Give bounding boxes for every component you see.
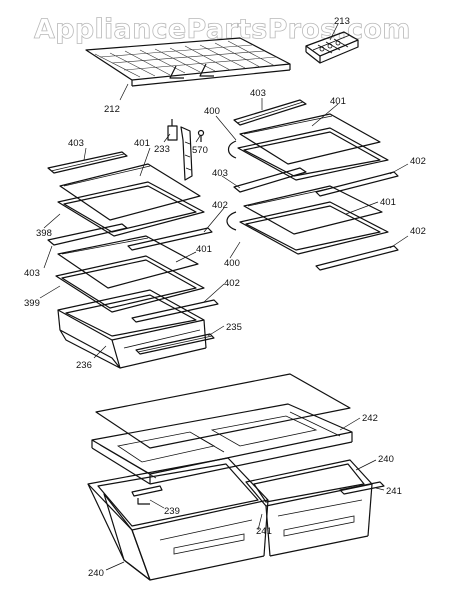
callout-labels: 212 213 233 570 400 403 401 403 401 403 …	[24, 16, 426, 579]
callout-570: 570	[192, 145, 208, 156]
part-241-crisper-rail	[339, 481, 385, 495]
part-403-rail-left-top	[47, 151, 128, 174]
part-403-rail-left-mid	[47, 223, 128, 246]
callout-403-left-top: 403	[68, 138, 84, 149]
part-401-glass-right-lower	[243, 185, 383, 235]
callout-212: 212	[104, 104, 120, 115]
part-240-crisper-drawer-right	[245, 459, 373, 557]
callout-402-left-lower: 402	[224, 278, 240, 289]
part-239-cover-support	[131, 485, 163, 505]
callout-401-left-upper: 401	[134, 138, 150, 149]
part-402-rail-right-upper	[315, 171, 399, 197]
part-403-rail-right-mid	[233, 167, 307, 193]
leader-lines	[39, 23, 409, 571]
part-236-drawer	[57, 289, 207, 369]
callout-403-right-top: 403	[250, 88, 266, 99]
part-401-glass-left-upper	[59, 163, 201, 221]
callout-398: 398	[36, 228, 52, 239]
callout-239: 239	[164, 506, 180, 517]
callout-399: 399	[24, 298, 40, 309]
part-400-shelf-frame-right-lower	[226, 201, 389, 255]
callout-240-left: 240	[88, 568, 104, 579]
callout-401-right-upper: 401	[330, 96, 346, 107]
callout-241-right: 241	[386, 486, 402, 497]
callout-402-left-upper: 402	[212, 200, 228, 211]
callout-401-left-lower: 401	[196, 244, 212, 255]
callout-401-right-lower: 401	[380, 197, 396, 208]
callout-403-right-mid: 403	[212, 168, 228, 179]
callout-233: 233	[154, 144, 170, 155]
part-402-rail-left-lower	[131, 299, 219, 323]
part-240-crisper-drawer-left	[87, 457, 269, 581]
part-242-crisper-cover	[91, 373, 353, 485]
part-570-screw	[197, 129, 205, 142]
callout-236: 236	[76, 360, 92, 371]
callout-403-left-mid: 403	[24, 268, 40, 279]
callout-241-left: 241	[256, 526, 272, 537]
part-213-ice-tray	[305, 31, 359, 64]
part-398-shelf-frame-left-upper	[57, 181, 205, 237]
watermark: AppliancePartsPros.com	[34, 14, 411, 46]
callout-402-right-lower: 402	[410, 226, 426, 237]
callout-242: 242	[362, 413, 378, 424]
callout-402-right-upper: 402	[410, 156, 426, 167]
callout-235: 235	[226, 322, 242, 333]
part-399-shelf-frame-left-lower	[55, 255, 205, 313]
part-401-glass-left-lower	[57, 235, 199, 289]
callout-213: 213	[334, 16, 350, 27]
part-212-wire-shelf	[85, 37, 291, 87]
part-400-shelf-frame-right-upper	[227, 127, 389, 181]
part-402-rail-left-upper	[127, 227, 213, 251]
part-403-rail-right-top	[233, 99, 307, 126]
callout-240-right: 240	[378, 454, 394, 465]
callout-400-lower: 400	[224, 258, 240, 269]
part-235-drawer-rail	[135, 333, 215, 355]
callout-400-upper: 400	[204, 106, 220, 117]
part-402-rail-right-lower	[315, 245, 399, 271]
part-233-bracket	[167, 119, 193, 181]
part-401-glass-right-upper	[239, 113, 381, 165]
